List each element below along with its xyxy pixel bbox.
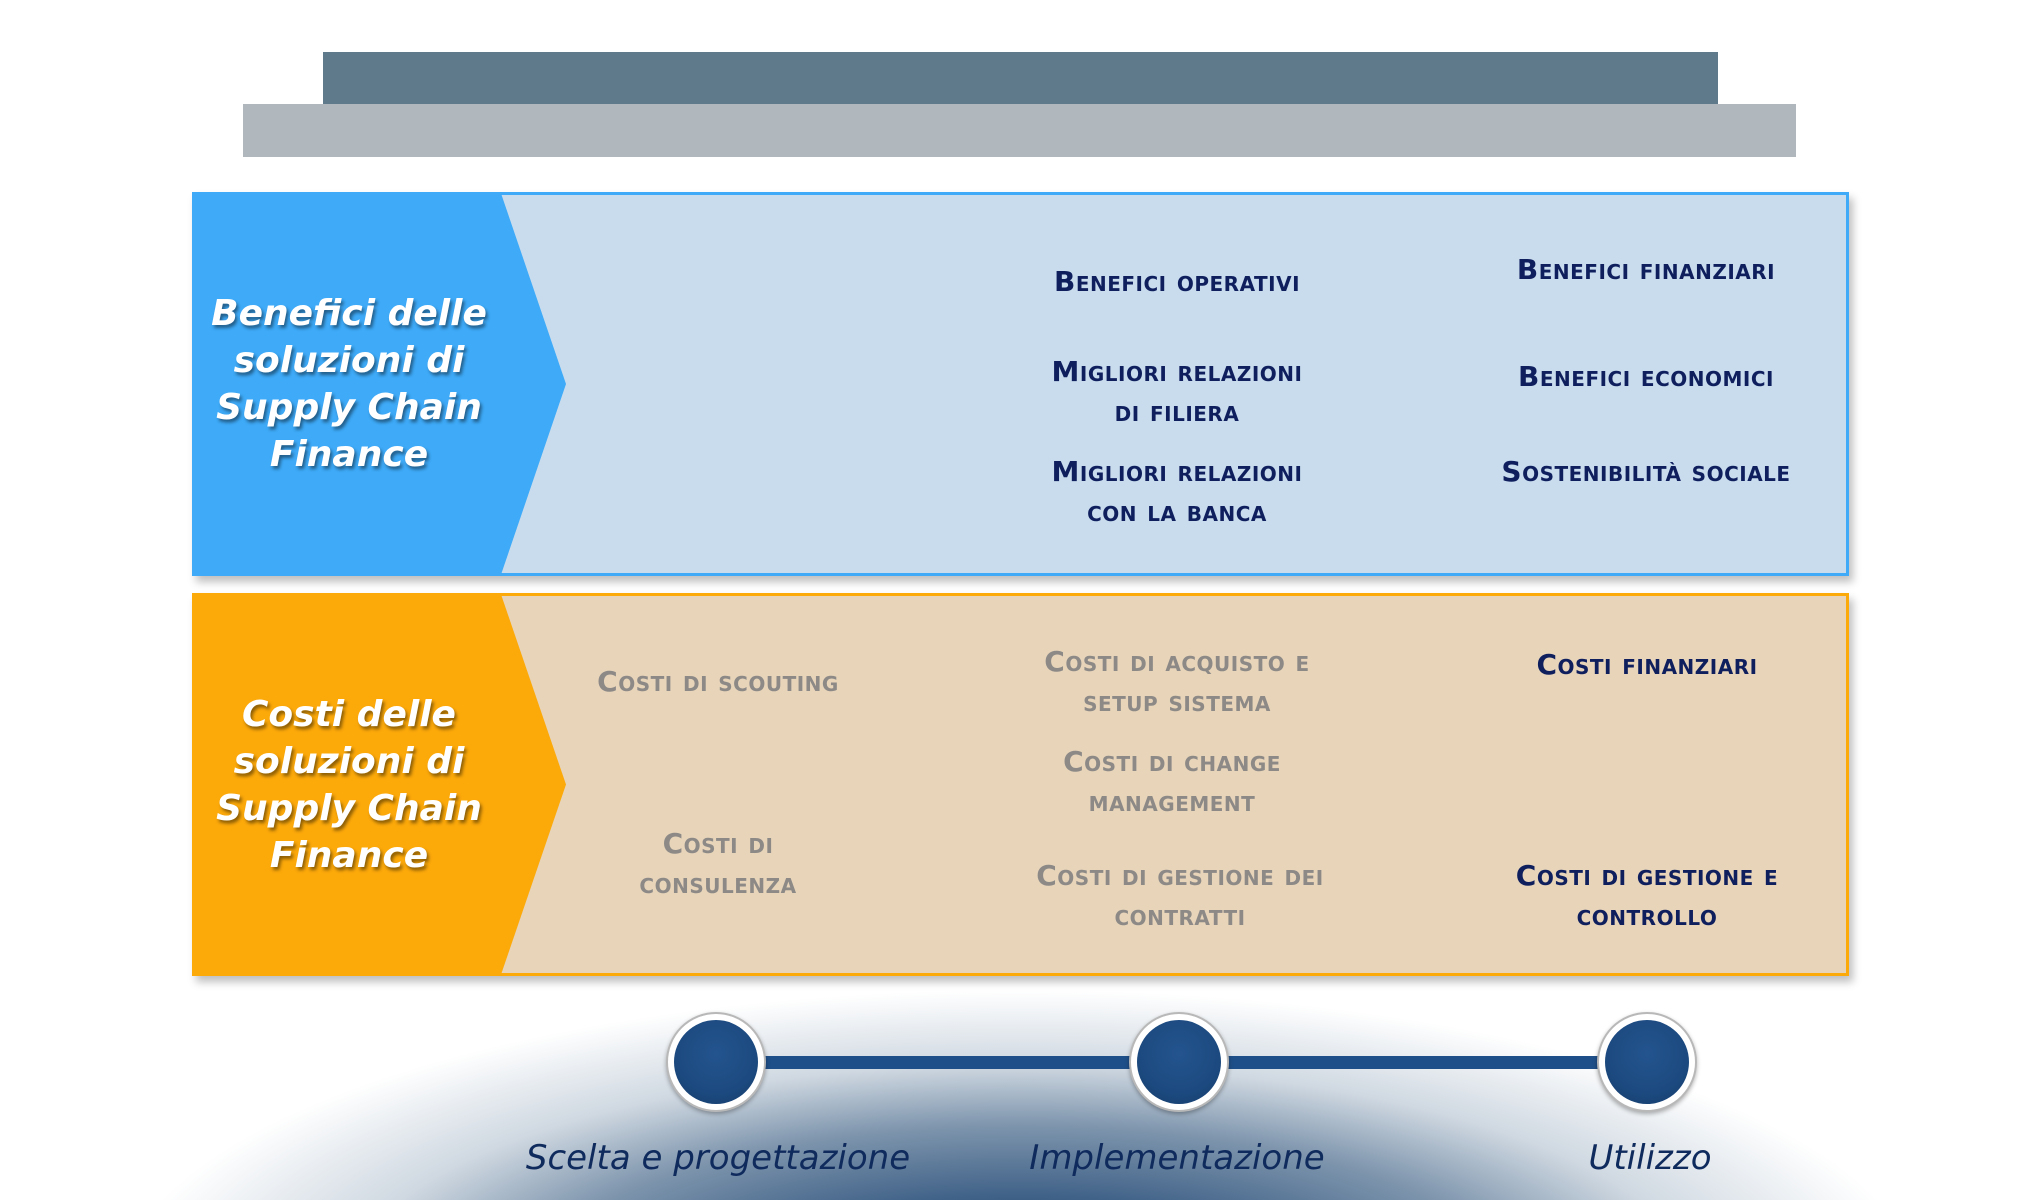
header-bar-dark: [323, 52, 1718, 104]
cost-item-acquisto-setup: Costi di acquisto e setup sistema: [1044, 642, 1309, 722]
timeline-node-dot-icon: [1605, 1020, 1689, 1104]
benefit-item-line: Sostenibilità sociale: [1501, 455, 1791, 488]
benefit-item-line: con la banca: [1087, 495, 1267, 528]
cost-item-line: Costi di scouting: [597, 665, 839, 698]
benefits-title-line: Finance: [269, 434, 429, 475]
cost-item-line: Costi di acquisto e: [1044, 645, 1310, 678]
cost-item-line: contratti: [1114, 899, 1246, 932]
cost-item-line: consulenza: [639, 867, 797, 900]
header-bar-light: [243, 104, 1796, 157]
benefit-item-relazioni-banca: Migliori relazioni con la banca: [1052, 452, 1303, 532]
cost-item-change-management: Costi di change management: [1063, 742, 1281, 822]
cost-item-gestione-contratti: Costi di gestione dei contratti: [1036, 856, 1324, 936]
cost-item-gestione-controllo: Costi di gestione e controllo: [1516, 856, 1778, 936]
bottom-gradient-background: [0, 960, 2040, 1200]
costs-title: Costi delle soluzioni di Supply Chain Fi…: [199, 691, 499, 879]
cost-item-line: setup sistema: [1083, 685, 1271, 718]
cost-item-consulenza: Costi di consulenza: [639, 824, 796, 904]
cost-item-line: management: [1088, 785, 1256, 818]
timeline-node-dot-icon: [1137, 1020, 1221, 1104]
benefit-item-line: di filiera: [1114, 395, 1240, 428]
benefit-item-relazioni-filiera: Migliori relazioni di filiera: [1052, 352, 1303, 432]
costs-title-line: Costi delle: [242, 693, 456, 735]
cost-item-scouting: Costi di scouting: [597, 662, 839, 702]
cost-item-line: Costi di: [662, 827, 774, 860]
costs-panel: Costi delle soluzioni di Supply Chain Fi…: [192, 593, 1849, 976]
benefit-item-economici: Benefici economici: [1518, 357, 1774, 397]
cost-item-line: Costi di gestione e: [1515, 859, 1779, 892]
costs-title-line: Finance: [269, 834, 429, 876]
timeline-node-dot-icon: [674, 1020, 758, 1104]
timeline-node-design: [666, 1012, 766, 1112]
benefits-panel: Benefici delle soluzioni di Supply Chain…: [192, 192, 1849, 576]
cost-item-line: Costi finanziari: [1536, 648, 1758, 681]
benefit-item-sostenibilita: Sostenibilità sociale: [1501, 452, 1790, 492]
phase-label-usage: Utilizzo: [1588, 1138, 1712, 1178]
benefits-title: Benefici delle soluzioni di Supply Chain…: [199, 290, 499, 478]
benefit-item-line: Benefici economici: [1518, 360, 1774, 393]
benefits-title-line: soluzioni di: [233, 340, 465, 381]
phase-label-design: Scelta e progettazione: [525, 1138, 911, 1178]
cost-item-finanziari: Costi finanziari: [1536, 645, 1757, 685]
benefits-chevron: Benefici delle soluzioni di Supply Chain…: [192, 192, 566, 576]
costs-chevron: Costi delle soluzioni di Supply Chain Fi…: [192, 593, 566, 976]
cost-item-line: Costi di change: [1063, 745, 1281, 778]
benefit-item-line: Migliori relazioni: [1051, 355, 1303, 388]
cost-item-line: controllo: [1576, 899, 1718, 932]
costs-title-line: soluzioni di: [233, 740, 465, 782]
benefit-item-line: Benefici operativi: [1053, 265, 1301, 298]
phase-label-implementation: Implementazione: [1029, 1138, 1325, 1178]
cost-item-line: Costi di gestione dei: [1036, 859, 1324, 892]
costs-title-line: Supply Chain: [216, 787, 482, 829]
benefits-title-line: Benefici delle: [211, 293, 487, 334]
benefit-item-line: Benefici finanziari: [1516, 253, 1776, 286]
benefit-item-operativi: Benefici operativi: [1054, 262, 1300, 302]
benefit-item-finanziari: Benefici finanziari: [1517, 250, 1775, 290]
timeline-node-implementation: [1129, 1012, 1229, 1112]
timeline-node-usage: [1597, 1012, 1697, 1112]
benefits-title-line: Supply Chain: [216, 387, 482, 428]
benefit-item-line: Migliori relazioni: [1051, 455, 1303, 488]
